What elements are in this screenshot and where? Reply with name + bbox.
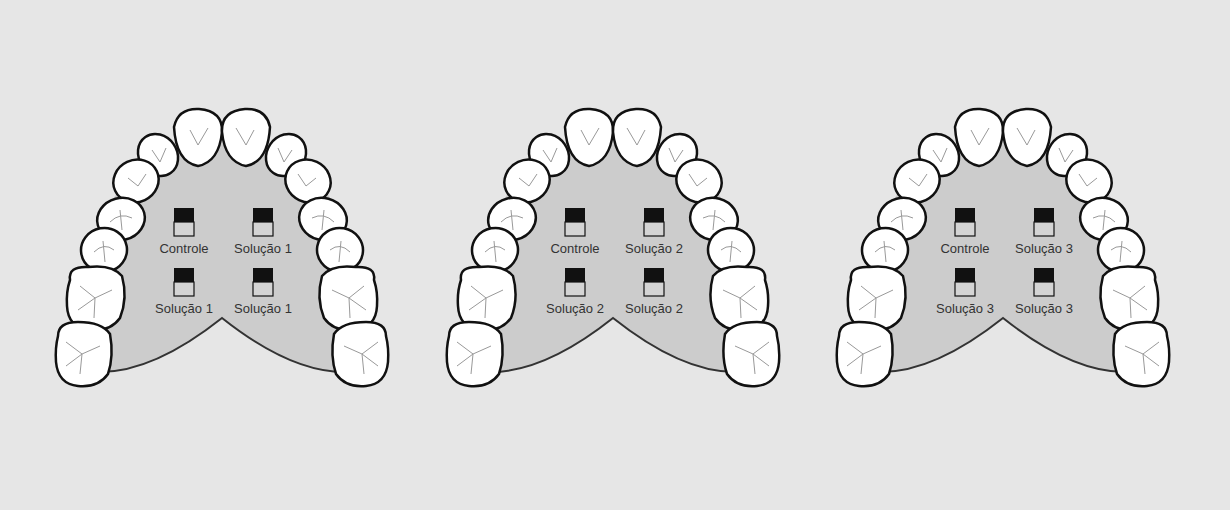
specimen-label: Solução 1 [234, 301, 292, 317]
specimen-label: Controle [159, 241, 208, 257]
specimen-label: Solução 3 [1015, 301, 1073, 317]
dental-arch [837, 109, 1170, 386]
dental-arch [447, 109, 780, 386]
specimen-label: Solução 3 [936, 301, 994, 317]
specimen-label: Solução 3 [1015, 241, 1073, 257]
specimen-label: Solução 1 [234, 241, 292, 257]
specimen-label: Solução 2 [625, 241, 683, 257]
specimen-label: Controle [940, 241, 989, 257]
specimen-label: Solução 2 [546, 301, 604, 317]
specimen-label: Solução 1 [155, 301, 213, 317]
specimen-label: Solução 2 [625, 301, 683, 317]
dental-arch [56, 109, 389, 386]
specimen-label: Controle [550, 241, 599, 257]
